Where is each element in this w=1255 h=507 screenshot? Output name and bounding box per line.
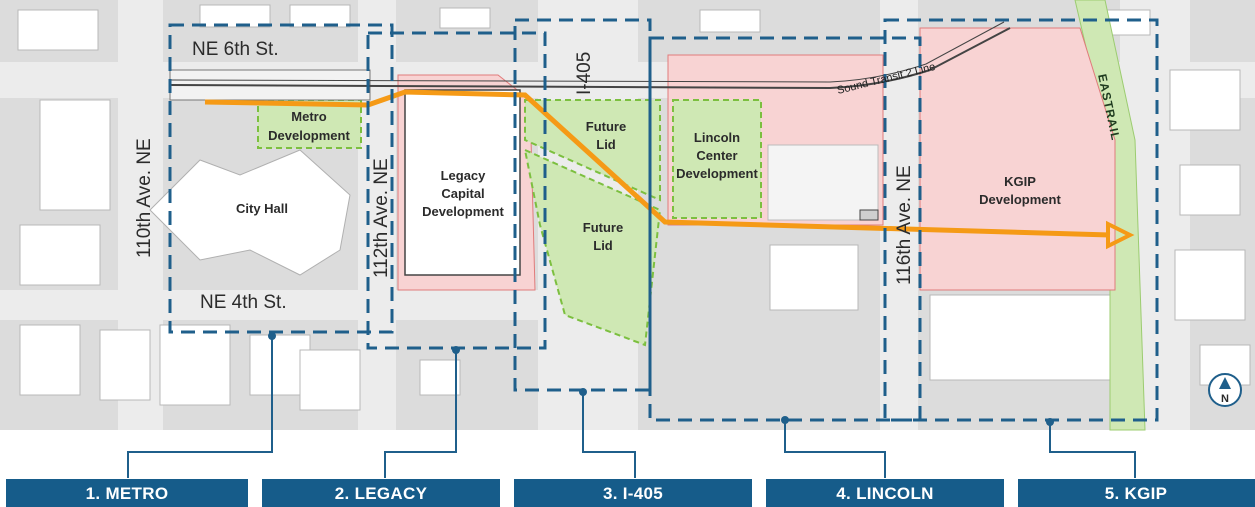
- segment-bar-2: [262, 479, 500, 507]
- kgip-boundary: [883, 18, 1159, 422]
- segment-bar-5: [1018, 479, 1255, 507]
- leader-legacy: [384, 350, 457, 478]
- leader-i405: [582, 392, 636, 478]
- area-labels: Metro Development City Hall Legacy Capit…: [236, 109, 1061, 253]
- lincoln-label-2: Center: [696, 148, 737, 163]
- lincoln-center-site: [672, 99, 762, 219]
- sound-transit-line: [169, 27, 1011, 90]
- future-lid-2-label-2: Lid: [593, 238, 613, 253]
- segment-label-bars: 1. METRO 2. LEGACY 3. I-405 4. LINCOLN 5…: [6, 479, 1255, 507]
- ne6-label: NE 6th St.: [192, 39, 279, 60]
- lincoln-inner-building: [767, 144, 879, 221]
- north-label: N: [1221, 393, 1229, 405]
- kgip-label-2: Development: [979, 192, 1061, 207]
- segment-label-i405: 3. I-405: [603, 484, 663, 503]
- kgip-label-1: KGIP: [1004, 174, 1036, 189]
- ne4-label: NE 4th St.: [200, 292, 287, 313]
- i405-label: I-405: [574, 52, 595, 95]
- ave112-label: 112th Ave. NE: [371, 158, 392, 278]
- segment-label-lincoln: 4. LINCOLN: [836, 484, 933, 503]
- city-hall-label: City Hall: [236, 201, 288, 216]
- legacy-label-1: Legacy: [441, 168, 487, 183]
- future-lid-1-label-2: Lid: [596, 137, 616, 152]
- segment-label-legacy: 2. LEGACY: [335, 484, 428, 503]
- future-lid-2-label-1: Future: [583, 220, 623, 235]
- lincoln-boundary: [648, 36, 922, 422]
- segment-bar-1: [6, 479, 248, 507]
- city-hall-building: [149, 149, 351, 276]
- metro-development-site: [257, 99, 362, 149]
- lincoln-label-1: Lincoln: [694, 130, 740, 145]
- leader-metro: [127, 336, 273, 478]
- leader-lincoln: [784, 420, 886, 478]
- leader-kgip: [1049, 422, 1136, 478]
- kgip-parcel: [919, 27, 1116, 291]
- route-line: [204, 89, 1111, 238]
- segment-label-metro: 1. METRO: [86, 484, 169, 503]
- legacy-label-3: Development: [422, 204, 504, 219]
- future-lid-1-label-1: Future: [586, 119, 626, 134]
- segment-bar-3: [514, 479, 752, 507]
- metro-label-1: Metro: [291, 109, 326, 124]
- segment-bar-4: [766, 479, 1004, 507]
- ave110-label: 110th Ave. NE: [134, 138, 155, 258]
- ave116-label: 116th Ave. NE: [894, 165, 915, 285]
- metro-label-2: Development: [268, 128, 350, 143]
- lincoln-label-3: Development: [676, 166, 758, 181]
- north-arrow-icon: N: [1208, 373, 1242, 407]
- leader-dots: [268, 332, 1054, 426]
- utility-box: [859, 209, 879, 221]
- legacy-building: [404, 89, 521, 276]
- leader-lines: [127, 336, 1136, 478]
- context-buildings: [17, 4, 1251, 411]
- legacy-label-2: Capital: [441, 186, 484, 201]
- segment-label-kgip: 5. KGIP: [1105, 484, 1168, 503]
- metro-boundary: [168, 23, 394, 334]
- route-arrowhead: [1106, 220, 1135, 250]
